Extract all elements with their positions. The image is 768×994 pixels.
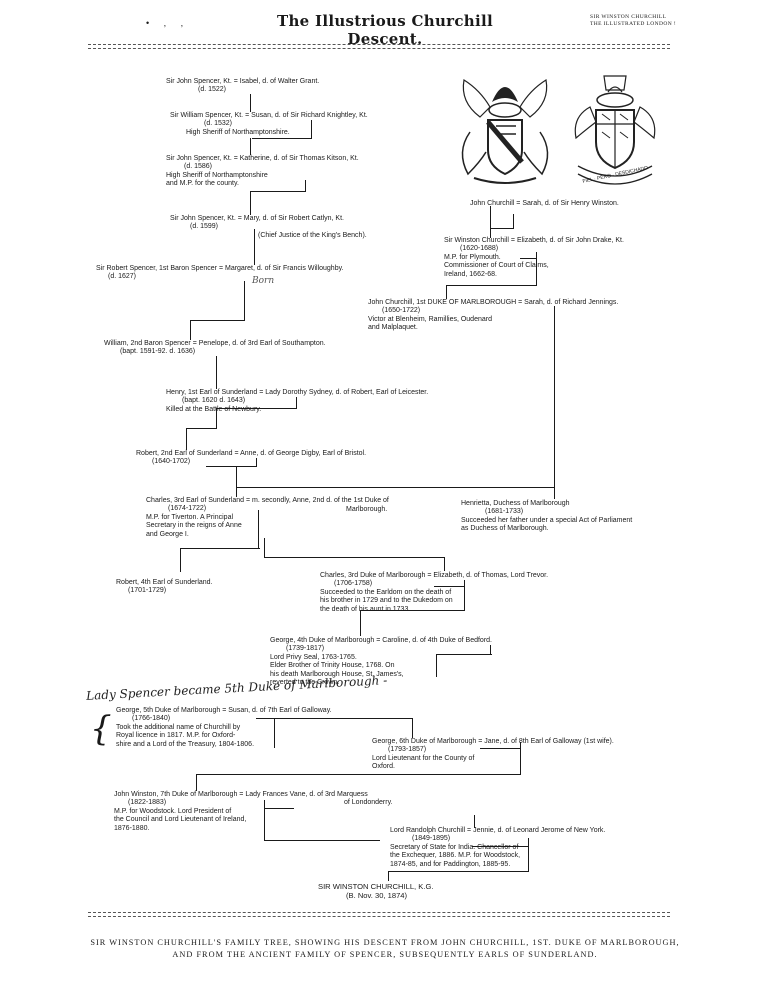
connector-line bbox=[513, 214, 515, 229]
person-frances-vane-note: of Londonderry. bbox=[344, 799, 393, 806]
connector-line bbox=[446, 285, 537, 287]
person-john-churchill: John Churchill = Sarah, d. of Sir Henry … bbox=[470, 200, 619, 207]
person-charles-3rd-earl-sunderland: Charles, 3rd Earl of Sunderland = m. sec… bbox=[146, 497, 389, 538]
connector-line bbox=[528, 838, 530, 872]
connector-line bbox=[264, 800, 266, 840]
connector-line bbox=[434, 586, 464, 588]
person-john-spencer-1586: Sir John Spencer, Kt. = Katherine, d. of… bbox=[166, 155, 359, 188]
connector-line bbox=[196, 774, 198, 791]
connector-line bbox=[236, 466, 238, 488]
connector-line bbox=[256, 458, 258, 467]
connector-line bbox=[190, 320, 192, 340]
header-marks: • , , bbox=[146, 18, 190, 28]
connector-line bbox=[252, 138, 312, 140]
connector-line bbox=[360, 610, 362, 636]
connector-line bbox=[264, 557, 444, 559]
person-1st-duke-of-marlborough: John Churchill, 1st DUKE OF MARLBOROUGH … bbox=[368, 299, 619, 332]
person-lord-randolph-churchill: Lord Randolph Churchill = Jennie, d. of … bbox=[390, 827, 606, 868]
person-robert-1st-baron-spencer: Sir Robert Spencer, 1st Baron Spencer = … bbox=[96, 265, 344, 281]
person-henrietta-duchess: Henrietta, Duchess of Marlborough(1681-1… bbox=[461, 500, 633, 533]
bottom-rule bbox=[88, 912, 670, 913]
spencer-crest-icon bbox=[461, 79, 549, 184]
connector-line bbox=[264, 808, 294, 810]
person-robert-4th-earl-sunderland: Robert, 4th Earl of Sunderland.(1701-172… bbox=[116, 579, 213, 595]
person-anne-marlborough-note: Marlborough. bbox=[346, 506, 388, 513]
connector-line bbox=[464, 580, 466, 611]
person-george-6th-duke: George, 6th Duke of Marlborough = Jane, … bbox=[372, 738, 614, 771]
connector-line bbox=[216, 408, 218, 428]
connector-line bbox=[490, 645, 492, 655]
person-sir-winston-churchill-1688: Sir Winston Churchill = Elizabeth, d. of… bbox=[444, 237, 624, 278]
connector-line bbox=[311, 120, 313, 139]
connector-line bbox=[490, 206, 492, 228]
connector-line bbox=[258, 510, 260, 548]
connector-line bbox=[236, 487, 554, 489]
header-source-line-2: THE ILLUSTRATED LONDON ! bbox=[590, 21, 677, 27]
person-george-5th-duke: George, 5th Duke of Marlborough = Susan,… bbox=[116, 707, 332, 748]
person-charles-3rd-duke: Charles, 3rd Duke of Marlborough = Eliza… bbox=[320, 572, 549, 613]
person-robert-2nd-earl-sunderland: Robert, 2nd Earl of Sunderland = Anne, d… bbox=[136, 450, 367, 466]
connector-line bbox=[264, 538, 266, 558]
page-title: The Illustrious Churchill Descent. bbox=[277, 12, 493, 48]
connector-line bbox=[186, 428, 188, 450]
connector-line bbox=[472, 846, 528, 848]
connector-line bbox=[190, 320, 245, 322]
connector-line bbox=[554, 487, 556, 499]
person-john-winston-7th-duke: John Winston, 7th Duke of Marlborough = … bbox=[114, 791, 368, 832]
top-rule bbox=[88, 44, 670, 45]
connector-line bbox=[264, 840, 380, 842]
connector-line bbox=[536, 252, 538, 286]
connector-line bbox=[388, 871, 529, 873]
connector-line bbox=[250, 94, 252, 112]
person-george-4th-duke: George, 4th Duke of Marlborough = Caroli… bbox=[270, 637, 492, 687]
connector-line bbox=[250, 138, 252, 155]
connector-line bbox=[305, 180, 307, 192]
person-william-spencer: Sir William Spencer, Kt. = Susan, d. of … bbox=[170, 112, 368, 136]
connector-line bbox=[436, 654, 438, 677]
connector-line bbox=[216, 408, 296, 410]
connector-line bbox=[180, 548, 260, 550]
connector-line bbox=[388, 871, 390, 881]
connector-line bbox=[254, 229, 256, 265]
person-john-spencer-1522: Sir John Spencer, Kt. = Isabel, d. of Wa… bbox=[166, 78, 320, 94]
connector-line bbox=[250, 191, 252, 215]
connector-line bbox=[256, 718, 412, 720]
connector-line bbox=[520, 742, 522, 774]
person-john-spencer-1599-note: (Chief Justice of the King's Bench). bbox=[258, 232, 367, 239]
person-john-spencer-1599: Sir John Spencer, Kt. = Mary, d. of Sir … bbox=[170, 215, 344, 231]
connector-line bbox=[250, 191, 306, 193]
connector-line bbox=[520, 258, 536, 260]
churchill-crest-icon bbox=[574, 75, 656, 185]
person-william-2nd-baron-spencer: William, 2nd Baron Spencer = Penelope, d… bbox=[104, 340, 326, 356]
connector-line bbox=[216, 356, 218, 389]
connector-line bbox=[412, 718, 414, 738]
connector-line bbox=[296, 397, 298, 409]
connector-line bbox=[474, 815, 476, 828]
top-rule-2 bbox=[88, 48, 670, 49]
connector-line bbox=[196, 774, 521, 776]
connector-line bbox=[244, 281, 246, 321]
handwritten-mark: Born bbox=[252, 276, 275, 286]
handwritten-bracket: { bbox=[90, 709, 112, 749]
connector-line bbox=[446, 285, 448, 299]
connector-line bbox=[186, 428, 217, 430]
bottom-rule-2 bbox=[88, 916, 670, 917]
connector-line bbox=[436, 654, 492, 656]
figure-caption: SIR WINSTON CHURCHILL'S FAMILY TREE, SHO… bbox=[90, 938, 680, 959]
header-source-line-1: SIR WINSTON CHURCHILL bbox=[590, 14, 667, 20]
connector-line bbox=[360, 610, 465, 612]
person-sir-winston-churchill-kg: SIR WINSTON CHURCHILL, K.G.(B. Nov. 30, … bbox=[318, 882, 434, 900]
person-henry-1st-earl-sunderland: Henry, 1st Earl of Sunderland = Lady Dor… bbox=[166, 389, 429, 413]
connector-line bbox=[236, 487, 238, 497]
connector-line bbox=[180, 548, 182, 572]
connector-line bbox=[444, 557, 446, 571]
connector-line bbox=[554, 306, 556, 488]
handwritten-note: Lady Spencer became 5th Duke of Marlboro… bbox=[85, 673, 388, 703]
connector-line bbox=[490, 228, 492, 238]
connector-line bbox=[490, 228, 514, 230]
connector-line bbox=[480, 748, 520, 750]
connector-line bbox=[274, 718, 276, 748]
connector-line bbox=[206, 466, 256, 468]
